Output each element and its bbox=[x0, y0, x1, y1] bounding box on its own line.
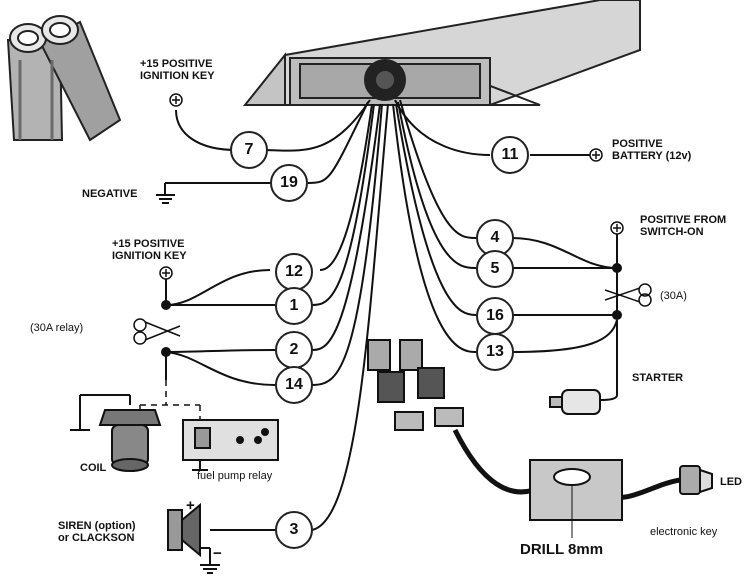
siren-plus-sign: + bbox=[186, 497, 195, 514]
relay-30a-right-label: (30A) bbox=[660, 290, 687, 302]
relay-dashed-line bbox=[139, 380, 201, 420]
wire-node-2: 2 bbox=[275, 331, 313, 369]
wire-node-7: 7 bbox=[230, 131, 268, 169]
negative-label: NEGATIVE bbox=[82, 188, 138, 200]
coil-label: COIL bbox=[80, 462, 107, 474]
scissors-icon bbox=[133, 283, 652, 345]
coil-illustration bbox=[70, 394, 162, 472]
battery-label-line1: POSITIVE bbox=[612, 138, 663, 150]
siren-illustration bbox=[167, 502, 211, 558]
wire-node-12: 12 bbox=[275, 253, 313, 291]
electronic-key-label: electronic key bbox=[650, 526, 718, 538]
wire-node-11: 11 bbox=[491, 136, 529, 174]
ignition-key-top-line2: IGNITION KEY bbox=[140, 70, 215, 82]
starter-label: STARTER bbox=[632, 372, 684, 384]
connector-illustration bbox=[367, 339, 464, 431]
ground-symbol bbox=[156, 194, 220, 574]
led-illustration bbox=[679, 465, 713, 495]
junction-dots bbox=[161, 263, 622, 357]
wire-harness bbox=[164, 99, 618, 531]
wire-node-3: 3 bbox=[275, 511, 313, 549]
switch-on-label-line2: SWITCH-ON bbox=[640, 226, 704, 238]
fuel-pump-relay-label: fuel pump relay bbox=[197, 470, 273, 482]
relay-30a-left-label: (30A relay) bbox=[30, 322, 84, 334]
wire-node-16: 16 bbox=[476, 297, 514, 335]
drill-plate bbox=[529, 459, 623, 538]
terminal-symbols bbox=[159, 93, 624, 280]
starter-illustration bbox=[549, 389, 601, 415]
fuel-pump-relay-illustration bbox=[182, 419, 279, 471]
ignition-key-left-line2: IGNITION KEY bbox=[112, 250, 187, 262]
wire-node-13: 13 bbox=[476, 333, 514, 371]
ignition-key-left-line1: +15 POSITIVE bbox=[112, 238, 185, 250]
siren-label-line2: or CLACKSON bbox=[58, 532, 135, 544]
key-fob-illustration bbox=[6, 15, 122, 142]
ignition-key-top-line1: +15 POSITIVE bbox=[140, 58, 213, 70]
wire-node-1: 1 bbox=[275, 287, 313, 325]
drill-label: DRILL 8mm bbox=[520, 541, 604, 558]
wire-node-5: 5 bbox=[476, 250, 514, 288]
siren-minus-sign: − bbox=[213, 545, 222, 562]
led-label: LED bbox=[720, 476, 742, 488]
switch-on-label-line1: POSITIVE FROM bbox=[640, 214, 727, 226]
wire-node-19: 19 bbox=[270, 164, 308, 202]
alarm-control-unit bbox=[242, 0, 641, 106]
wire-node-14: 14 bbox=[275, 366, 313, 404]
siren-label-line1: SIREN (option) bbox=[58, 520, 136, 532]
battery-label-line2: BATTERY (12v) bbox=[612, 150, 692, 162]
